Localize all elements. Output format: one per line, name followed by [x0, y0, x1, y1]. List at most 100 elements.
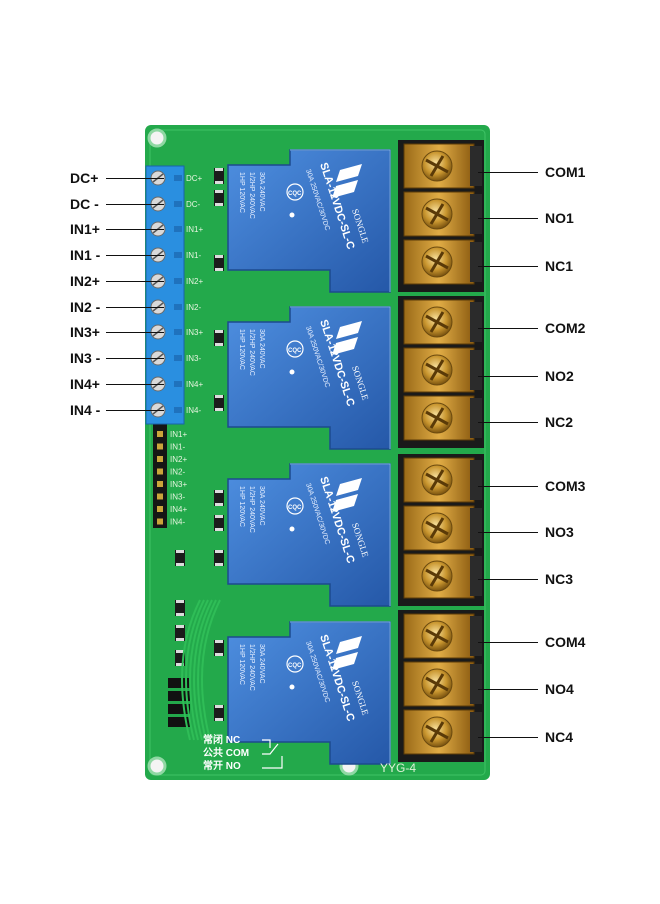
label-in4minus: IN4 -	[70, 402, 101, 418]
silk-input-label: IN3+	[186, 328, 203, 337]
cqc-text: CQC	[288, 191, 302, 197]
leader-line	[478, 328, 538, 329]
smd-component	[214, 640, 224, 656]
smd-component	[214, 550, 224, 566]
relay-rating-text: 1HP 120VAC	[238, 172, 245, 213]
board-id-text: YYG-4	[380, 761, 416, 775]
silk-header-label: IN1-	[170, 443, 185, 452]
silk-input-label: IN1-	[186, 251, 201, 260]
pcb-trace	[193, 599, 213, 741]
silk-input-label: IN4-	[186, 406, 201, 415]
songle-logo	[332, 636, 362, 670]
label-dcminus: DC -	[70, 196, 99, 212]
leader-line	[478, 737, 538, 738]
leader-line	[106, 384, 164, 385]
leader-line	[478, 486, 538, 487]
silk-header-label: IN1+	[170, 430, 187, 439]
relay-dot	[289, 212, 295, 218]
label-no1: NO1	[545, 210, 574, 226]
silk-input-label: DC+	[186, 174, 203, 183]
smd-component	[214, 255, 224, 271]
smd-component	[214, 490, 224, 506]
pcb-trace	[181, 599, 201, 741]
cqc-text: CQC	[288, 663, 302, 669]
legend-com-text: 公共 COM	[203, 746, 249, 759]
terminal-screw	[421, 512, 453, 544]
smd-component	[175, 550, 185, 566]
header-pin	[157, 481, 163, 487]
smd-component	[214, 705, 224, 721]
relay-rating-text: 1HP 120VAC	[238, 644, 245, 685]
terminal-screw	[421, 464, 453, 496]
label-in2minus: IN2 -	[70, 299, 101, 315]
label-in3plus: IN3+	[70, 324, 100, 340]
label-com4: COM4	[545, 634, 586, 650]
relay-rating-text: 1/2HP 240VAC	[248, 486, 255, 533]
silk-input-label: DC-	[186, 200, 201, 209]
label-no3: NO3	[545, 524, 574, 540]
relay-rating-text: 1HP 120VAC	[238, 329, 245, 370]
silk-header-label: IN2+	[170, 455, 187, 464]
legend-nc-text: 常闭 NC	[203, 733, 240, 746]
relay-dot	[289, 369, 295, 375]
label-in3minus: IN3 -	[70, 350, 101, 366]
label-nc2: NC2	[545, 414, 574, 430]
terminal-screw	[421, 402, 453, 434]
header-pin	[157, 431, 163, 437]
silk-input-label: IN3-	[186, 354, 201, 363]
relay-rating-text: 30A 240VAC	[258, 172, 265, 212]
smd-component	[214, 515, 224, 531]
screw-terminal-block-3	[398, 454, 484, 606]
label-in4plus: IN4+	[70, 376, 100, 392]
relay-rating-text: 30A 240VAC	[258, 329, 265, 369]
pcb-trace	[201, 599, 221, 741]
screw-terminal-block-1	[398, 140, 484, 292]
cqc-text: CQC	[288, 505, 302, 511]
silk-header-label: IN2-	[170, 468, 185, 477]
legend-no-text: 常开 NO	[203, 759, 241, 772]
label-no4: NO4	[545, 681, 574, 697]
header-pin	[157, 518, 163, 525]
optocoupler	[168, 691, 190, 701]
relay-dot	[289, 684, 295, 690]
relay-rating-text: 1/2HP 240VAC	[248, 329, 255, 376]
smd-component	[175, 625, 185, 641]
contact-symbol	[262, 739, 283, 769]
mounting-hole	[147, 128, 167, 148]
silk-header-label: IN4-	[170, 518, 185, 527]
leader-line	[478, 376, 538, 377]
terminal-screw	[421, 246, 453, 278]
pcb-trace	[185, 599, 205, 741]
leader-line	[478, 579, 538, 580]
smd-component	[214, 190, 224, 206]
label-com3: COM3	[545, 478, 586, 494]
leader-line	[106, 410, 164, 411]
smd-component	[214, 330, 224, 346]
relay-rating-text: 30A 240VAC	[258, 486, 265, 526]
pcb-trace	[197, 599, 217, 741]
terminal-screw	[421, 198, 453, 230]
terminal-screw	[421, 668, 453, 700]
label-nc1: NC1	[545, 258, 574, 274]
relay-rating-text: 1/2HP 240VAC	[248, 644, 255, 691]
leader-line	[106, 281, 164, 282]
label-com2: COM2	[545, 320, 586, 336]
header-pin	[157, 506, 163, 512]
terminal-screw	[421, 716, 453, 748]
smd-component	[175, 650, 185, 666]
optocoupler	[168, 678, 190, 688]
label-in2plus: IN2+	[70, 273, 100, 289]
relay-rating-text: 1/2HP 240VAC	[248, 172, 255, 219]
mounting-hole	[147, 756, 167, 776]
relay-rating-text: 1HP 120VAC	[238, 486, 245, 527]
label-nc3: NC3	[545, 571, 574, 587]
label-no2: NO2	[545, 368, 574, 384]
leader-line	[478, 642, 538, 643]
terminal-screw	[421, 620, 453, 652]
optocoupler	[168, 704, 190, 714]
terminal-screw	[421, 354, 453, 386]
terminal-screw	[421, 560, 453, 592]
